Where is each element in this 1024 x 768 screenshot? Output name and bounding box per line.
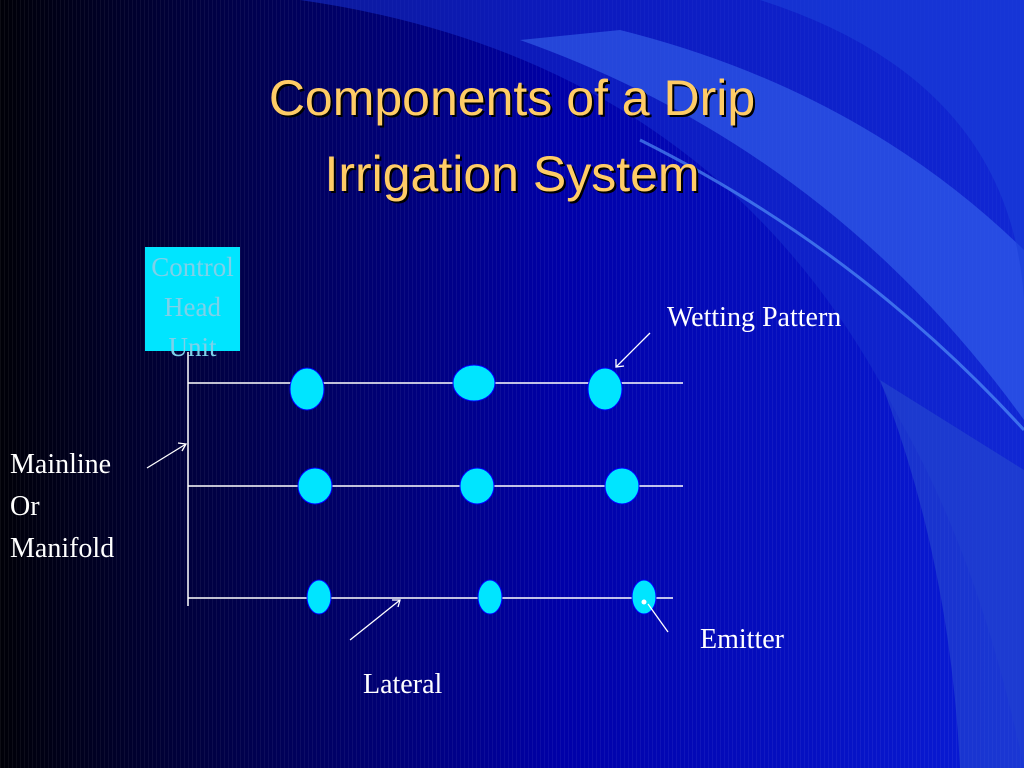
wetting-pattern [297,467,333,505]
wetting-pattern-label: Wetting Pattern [667,302,842,333]
wetting-pattern [477,579,503,615]
mainline-label-line-2: Or [10,491,40,522]
emitter-label: Emitter [700,624,784,655]
mainline-label-line-3: Manifold [10,533,115,564]
wetting-pattern [289,367,325,411]
wetting-pattern [604,467,640,505]
lateral-label: Lateral [363,669,443,700]
arrow-lateral [349,599,401,641]
control-head-unit-label-line-1: Control [151,252,234,282]
wetting-pattern [452,364,496,402]
mainline-label-line-1: Mainline [10,449,112,480]
wetting-pattern [306,579,332,615]
slide-title-line-2: Irrigation System [324,146,700,202]
wetting-pattern [459,467,495,505]
slide-title-line-1: Components of a Drip [268,70,756,126]
wetting-pattern [631,579,657,615]
arrow-emitter [647,603,669,633]
wetting-pattern [587,367,623,411]
arrow-mainline [146,442,188,469]
control-head-unit-box: Control Head Unit [145,247,240,362]
control-head-unit-label-line-2: Head [164,292,221,322]
control-head-unit-label-line-3: Unit [168,332,217,362]
arrow-wetting-pattern [615,332,651,368]
emitter-dot [641,599,647,605]
